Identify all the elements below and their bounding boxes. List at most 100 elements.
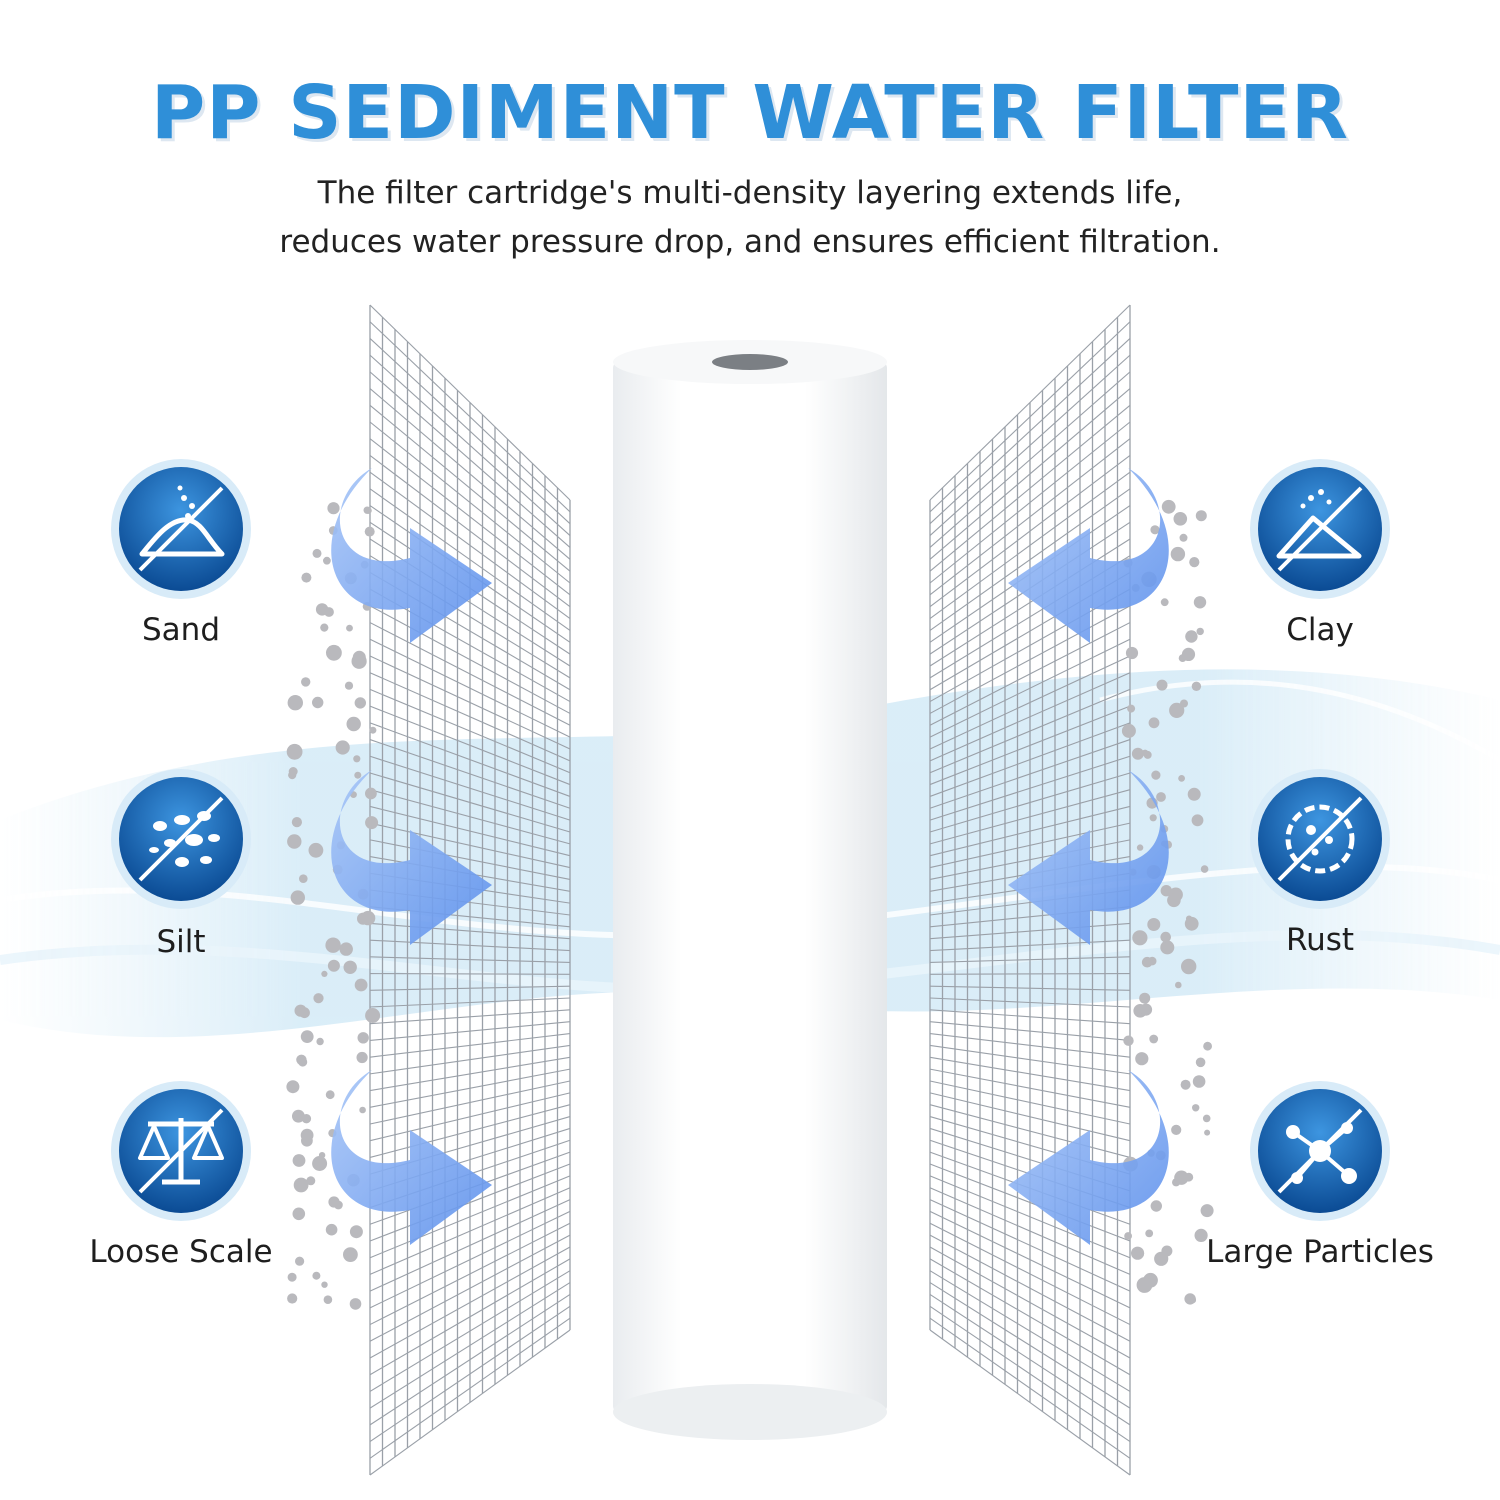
mesh-line	[929, 922, 1131, 940]
particle	[301, 572, 312, 583]
particle	[1149, 1034, 1159, 1044]
particle	[1186, 915, 1193, 922]
mesh-line	[929, 1293, 1131, 1426]
mesh-line	[369, 1175, 571, 1259]
particle	[1191, 681, 1202, 691]
mesh-line	[929, 1009, 1131, 1025]
mesh-line	[929, 705, 1131, 786]
mesh-line	[929, 997, 1131, 1008]
particle	[335, 740, 350, 755]
mesh-line	[929, 1021, 1131, 1041]
mesh-line	[929, 1187, 1131, 1275]
mesh-line	[929, 321, 1131, 513]
mesh-line	[369, 939, 571, 952]
mesh-line	[929, 421, 1131, 584]
particle	[286, 1080, 300, 1094]
mesh-line	[369, 722, 571, 797]
particle	[1124, 1232, 1132, 1240]
particle	[349, 1225, 363, 1239]
particles-icon	[1249, 1080, 1391, 1226]
mesh-line	[369, 755, 571, 821]
particle	[299, 1007, 310, 1019]
particle	[1151, 770, 1161, 780]
mesh-line	[929, 1282, 1131, 1409]
particle	[1136, 1277, 1153, 1293]
mesh-line	[369, 1187, 571, 1275]
clay-icon	[1249, 458, 1391, 604]
mesh-line	[369, 1222, 571, 1326]
particle	[1147, 918, 1161, 931]
particle	[312, 1156, 328, 1171]
particle	[1160, 940, 1175, 955]
particle	[1135, 1052, 1149, 1066]
particle	[339, 942, 353, 956]
mesh-line	[929, 1056, 1131, 1092]
particle	[1141, 956, 1153, 968]
mesh-line	[929, 471, 1131, 620]
particle	[346, 716, 361, 732]
particle	[295, 1256, 305, 1266]
mesh-line	[369, 789, 571, 845]
particle	[1156, 679, 1168, 691]
particle	[1139, 992, 1151, 1004]
mesh-line	[369, 1293, 571, 1426]
particle	[1167, 893, 1181, 908]
mesh-line	[369, 1305, 571, 1443]
label-loose-scale: Loose Scale	[89, 1234, 273, 1270]
particle	[1139, 1003, 1153, 1016]
particle	[312, 696, 324, 709]
mesh-line	[929, 789, 1131, 845]
particle	[325, 1090, 335, 1100]
particle	[1189, 557, 1200, 568]
mesh-line	[369, 822, 571, 869]
mesh-line	[929, 755, 1131, 821]
mesh-line	[369, 622, 571, 726]
mesh-line	[369, 672, 571, 762]
particle	[1195, 1057, 1206, 1068]
particle	[325, 1223, 338, 1236]
mesh-line	[929, 839, 1131, 880]
particle	[1187, 787, 1201, 801]
mesh-line	[929, 354, 1131, 536]
flow-arrows-left	[331, 468, 492, 1245]
particle	[324, 607, 334, 617]
particle	[1184, 1172, 1194, 1182]
mesh-line	[929, 688, 1131, 774]
particle	[1161, 499, 1176, 514]
particle	[359, 1106, 366, 1114]
mesh-line	[929, 1305, 1131, 1443]
particle	[301, 1134, 313, 1147]
particle	[1179, 533, 1188, 542]
particle	[1121, 723, 1136, 738]
label-rust: Rust	[1285, 922, 1355, 958]
particle	[1204, 1129, 1211, 1136]
particle	[323, 1295, 333, 1304]
mesh-line	[369, 354, 571, 536]
mesh-line	[369, 1163, 571, 1242]
flow-arrows-right	[1008, 468, 1169, 1245]
flow-arrow	[1008, 1070, 1169, 1245]
particle	[1196, 627, 1204, 636]
particle	[1148, 717, 1160, 729]
mesh-line	[369, 688, 571, 774]
particle	[343, 960, 357, 974]
particle	[354, 978, 368, 992]
cartridge-core-hole	[712, 354, 788, 370]
mesh-line	[369, 1068, 571, 1108]
mesh-line	[929, 638, 1131, 738]
particle	[1178, 775, 1185, 782]
particle	[287, 695, 303, 711]
scale-icon	[110, 1080, 252, 1226]
particle	[354, 697, 366, 709]
particle	[291, 817, 302, 828]
particle	[306, 1176, 316, 1186]
particle	[1150, 1200, 1163, 1212]
mesh-line	[369, 1044, 571, 1075]
mesh-line	[929, 605, 1131, 714]
mesh-line	[929, 388, 1131, 560]
particle	[1136, 844, 1144, 851]
particle	[1202, 1114, 1211, 1123]
particle	[1195, 510, 1207, 522]
label-large-particles: Large Particles	[1206, 1234, 1434, 1270]
